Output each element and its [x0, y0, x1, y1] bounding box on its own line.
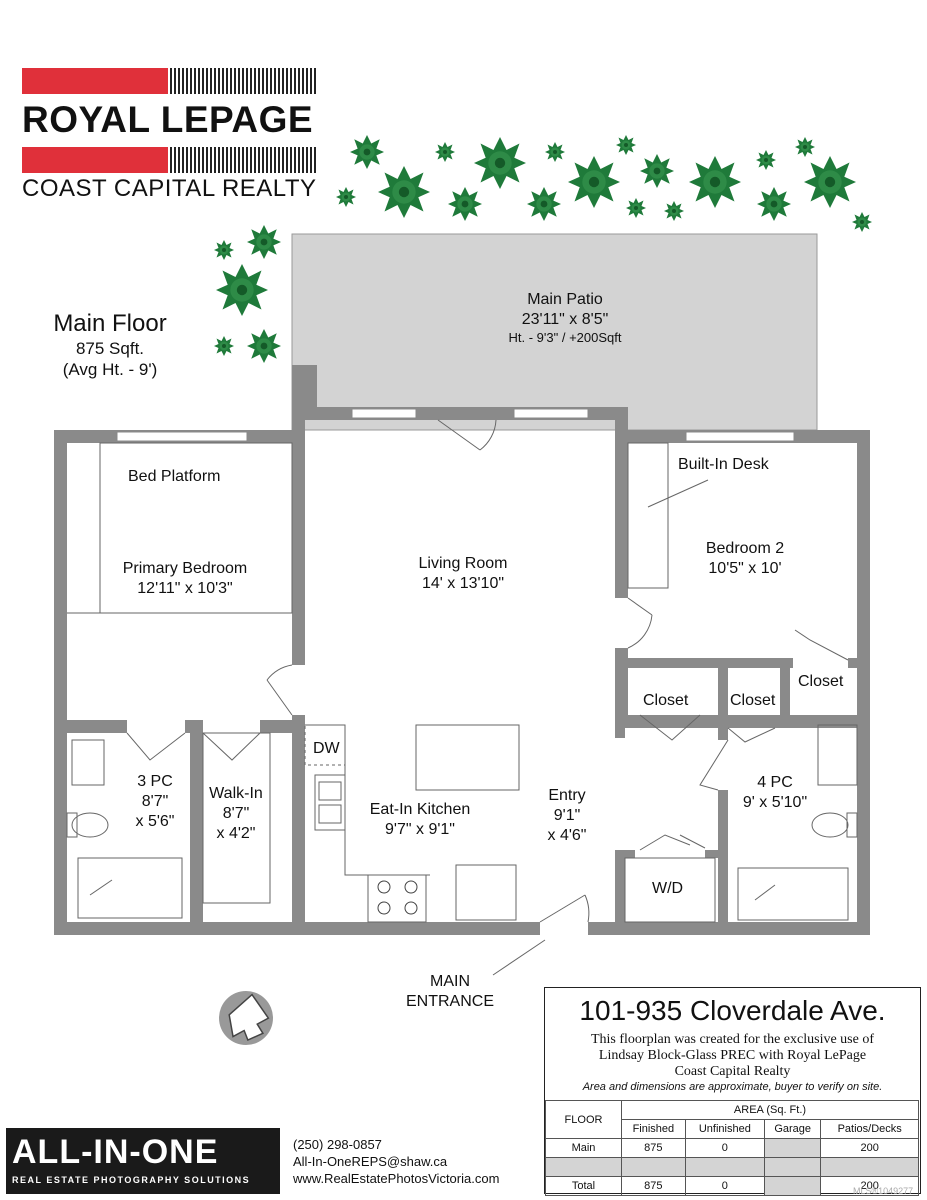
walkin-name: Walk-In: [209, 785, 263, 802]
primary-bedroom-name: Primary Bedroom: [122, 560, 248, 577]
main-entrance-label: MAIN ENTRANCE: [390, 972, 510, 1012]
area-table-col-garage: Garage: [763, 1119, 822, 1139]
table-row: Total 875 0 200: [545, 1176, 919, 1196]
area-table-cell: [763, 1176, 822, 1196]
patio-dims: 23'11" x 8'5": [521, 311, 609, 328]
stove-burners: [377, 880, 418, 915]
company-tagline: REAL ESTATE PHOTOGRAPHY SOLUTIONS: [12, 1175, 251, 1185]
logo-subtitle: COAST CAPITAL REALTY: [22, 175, 317, 202]
company-name: ALL-IN-ONE: [12, 1133, 219, 1171]
primary-bedroom-label: Primary Bedroom 12'11" x 10'3": [95, 559, 275, 599]
living-room-dims: 14' x 13'10": [421, 575, 505, 592]
closet-label-left: Closet: [643, 692, 689, 709]
bath3-label: 3 PC 8'7" x 5'6": [115, 772, 195, 832]
area-table-cell: 0: [684, 1138, 765, 1158]
area-table-col-finished: Finished: [621, 1119, 686, 1139]
main-entrance-line2: ENTRANCE: [405, 993, 494, 1010]
area-table-cell: [621, 1157, 686, 1177]
walls: [54, 365, 870, 935]
patio-name: Main Patio: [527, 291, 603, 308]
floor-area: 875 Sqft.: [75, 339, 145, 358]
bath4-dims: 9' x 5'10": [742, 794, 808, 811]
area-table-cell: 875: [621, 1176, 686, 1196]
patio-note: Ht. - 9'3" / +200Sqft: [508, 330, 622, 345]
patio-area: [291, 233, 818, 431]
living-room-name: Living Room: [418, 555, 508, 572]
area-table-cell: [545, 1157, 622, 1177]
area-table-col-unfinished: Unfinished: [684, 1119, 765, 1139]
logo-stripe-top: [170, 68, 316, 94]
closet-label-middle: Closet: [730, 692, 776, 709]
area-table-cell: Main: [545, 1138, 622, 1158]
dishwasher-label: DW: [313, 740, 340, 757]
table-row: Main 875 0 200: [545, 1138, 919, 1158]
area-table-cell: 875: [621, 1138, 686, 1158]
area-table-area-header: AREA (Sq. Ft.): [621, 1100, 919, 1120]
bedroom2-dims: 10'5" x 10': [708, 560, 782, 577]
main-entrance-line1: MAIN: [430, 973, 470, 990]
company-email[interactable]: All-In-OneREPS@shaw.ca: [293, 1154, 448, 1169]
bath3-dims2: x 5'6": [135, 813, 175, 830]
bedroom2-name: Bedroom 2: [705, 540, 785, 557]
interior-lines: [66, 419, 858, 976]
closet-label-bedroom2: Closet: [798, 673, 844, 690]
entry-dims2: x 4'6": [547, 827, 587, 844]
area-table-cell: 200: [820, 1138, 919, 1158]
table-row: [545, 1157, 919, 1177]
address-line2: Lindsay Block-Glass PREC with Royal LePa…: [598, 1048, 867, 1063]
area-table-cell: [763, 1138, 822, 1158]
walkin-dims1: 8'7": [222, 805, 250, 822]
compass-icon: [219, 991, 273, 1045]
area-table-cell: [684, 1157, 765, 1177]
walkin-label: Walk-In 8'7" x 4'2": [196, 784, 276, 844]
bath3-dims1: 8'7": [141, 793, 169, 810]
company-contact: (250) 298-0857 All-In-OneREPS@shaw.ca ww…: [293, 1136, 499, 1187]
floor-info: Main Floor 875 Sqft. (Avg Ht. - 9'): [30, 310, 190, 380]
windows: [116, 408, 795, 442]
area-table-floor-header: FLOOR: [545, 1100, 622, 1139]
patio-label: Main Patio 23'11" x 8'5" Ht. - 9'3" / +2…: [460, 290, 670, 345]
washer-dryer-label: W/D: [652, 880, 684, 897]
area-table: FLOOR AREA (Sq. Ft.) Finished Unfinished…: [545, 1100, 919, 1196]
area-table-cell: Total: [545, 1176, 622, 1196]
built-in-desk-label: Built-In Desk: [678, 456, 769, 473]
walkin-dims2: x 4'2": [216, 825, 256, 842]
logo-stripe-bottom: [170, 147, 316, 173]
area-table-col-patios: Patios/Decks: [820, 1119, 919, 1139]
area-table-cell: 0: [684, 1176, 765, 1196]
floor-avg-height: (Avg Ht. - 9'): [62, 360, 158, 379]
bath4-label: 4 PC 9' x 5'10": [725, 773, 825, 813]
address-line3: Coast Capital Realty: [674, 1064, 791, 1079]
kitchen-label: Eat-In Kitchen 9'7" x 9'1": [350, 800, 490, 840]
company-phone: (250) 298-0857: [293, 1137, 382, 1152]
floor-title: Main Floor: [53, 310, 167, 337]
area-table-cell: [820, 1157, 919, 1177]
bed-platform-label: Bed Platform: [128, 468, 221, 485]
bedroom2-label: Bedroom 2 10'5" x 10': [680, 539, 810, 579]
logo-brand-text: ROYAL LEPAGE: [22, 99, 314, 140]
all-in-one-logo: ALL-IN-ONE REAL ESTATE PHOTOGRAPHY SOLUT…: [6, 1128, 280, 1194]
primary-bedroom-dims: 12'11" x 10'3": [137, 580, 233, 597]
area-table-cell: 200: [820, 1176, 919, 1196]
bath4-name: 4 PC: [757, 774, 793, 791]
company-website[interactable]: www.RealEstatePhotosVictoria.com: [293, 1171, 500, 1186]
mls-number: MLS®1049277: [853, 1186, 914, 1196]
kitchen-name: Eat-In Kitchen: [369, 801, 471, 818]
address-line1: This floorplan was created for the exclu…: [590, 1032, 874, 1047]
address-title: 101-935 Cloverdale Ave.: [579, 995, 886, 1026]
entry-name: Entry: [548, 787, 586, 804]
entry-dims1: 9'1": [553, 807, 581, 824]
bath3-name: 3 PC: [137, 773, 173, 790]
address-disclaimer: Area and dimensions are approximate, buy…: [582, 1081, 883, 1093]
entry-label: Entry 9'1" x 4'6": [532, 786, 602, 846]
logo-red-bar-bottom: [22, 147, 168, 173]
logo-red-bar-top: [22, 68, 168, 94]
area-table-cell: [763, 1157, 822, 1177]
living-room-label: Living Room 14' x 13'10": [383, 554, 543, 594]
kitchen-dims: 9'7" x 9'1": [385, 821, 455, 838]
